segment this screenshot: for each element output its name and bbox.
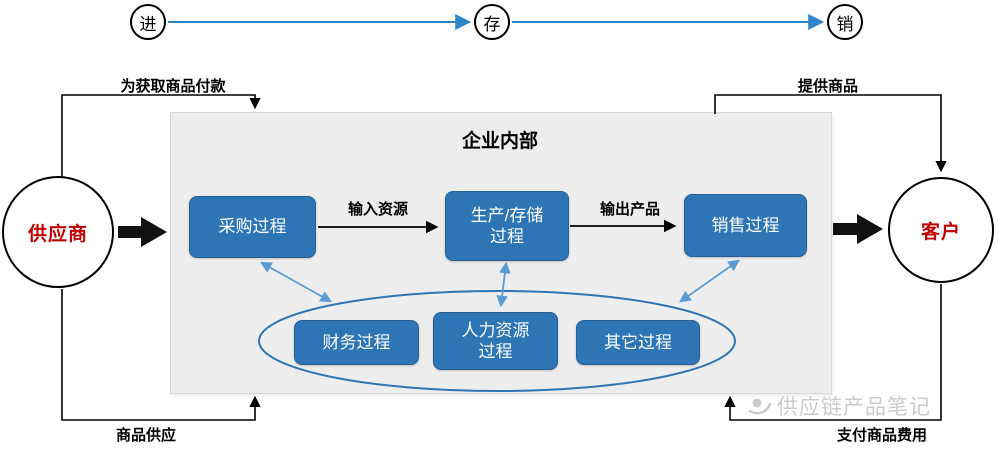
process-box-other: 其它过程 <box>576 320 700 365</box>
process-box-hr: 人力资源 过程 <box>433 312 558 370</box>
label-input-resources: 输入资源 <box>347 201 408 218</box>
watermark: 供应链产品笔记 <box>748 391 931 421</box>
watermark-logo-icon <box>748 394 772 418</box>
block-arrow-enterprise-to-customer <box>833 214 883 244</box>
flow-node-xiao: 销 <box>827 4 863 40</box>
flow-node-jin: 进 <box>130 4 166 40</box>
label-pay-goods-fee: 支付商品费用 <box>836 427 927 444</box>
customer-node: 客户 <box>888 177 994 283</box>
label-pay-for-goods: 为获取商品付款 <box>120 78 226 95</box>
flow-node-cun: 存 <box>474 4 510 40</box>
process-box-sales: 销售过程 <box>684 194 807 257</box>
process-box-production-storage: 生产/存储 过程 <box>445 191 569 261</box>
block-arrow-supplier-to-enterprise <box>118 217 167 247</box>
process-box-purchase: 采购过程 <box>189 196 316 258</box>
watermark-text: 供应链产品笔记 <box>777 396 931 419</box>
label-goods-supply: 商品供应 <box>115 427 176 444</box>
enterprise-title: 企业内部 <box>461 131 538 152</box>
process-box-finance: 财务过程 <box>294 320 419 365</box>
supplier-node: 供应商 <box>2 176 114 288</box>
label-provide-goods: 提供商品 <box>797 78 858 95</box>
label-output-products: 输出产品 <box>599 201 660 218</box>
